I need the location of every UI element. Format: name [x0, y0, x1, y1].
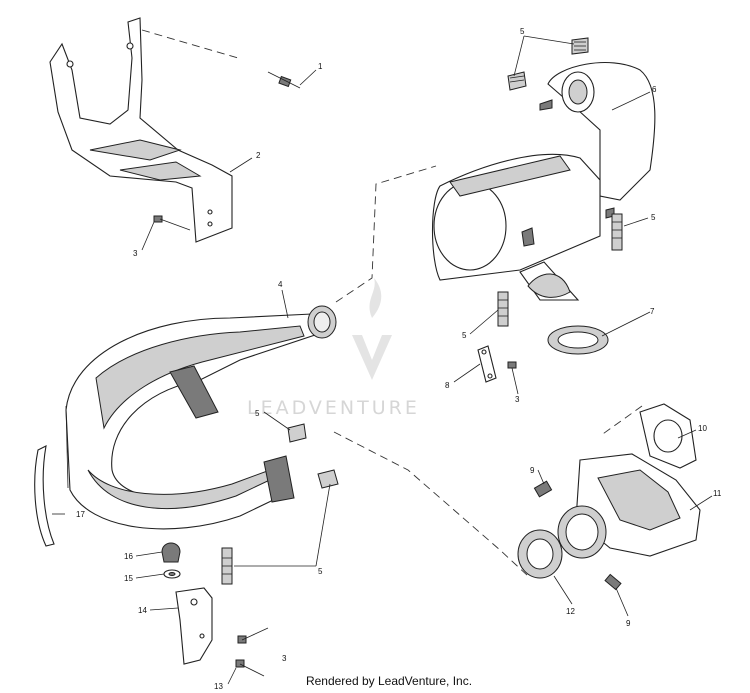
part-3-bolt-lower: [237, 627, 269, 644]
callout-9-upper: 9: [530, 466, 535, 475]
leadventure-watermark: LEADVENTURE: [247, 278, 420, 419]
callout-labels: 1 2 3 4 5 6 5 5 7 8 3 5 5 17 16 15 14 3 …: [76, 27, 722, 691]
watermark-text: LEADVENTURE: [247, 397, 420, 419]
callout-6: 6: [652, 85, 657, 94]
part-12-seal-ring: [517, 529, 563, 579]
callout-8: 8: [445, 381, 450, 390]
callout-9-lower: 9: [626, 619, 631, 628]
part-5-spring-lower-a: [287, 423, 307, 443]
callout-4: 4: [278, 280, 283, 289]
part-15-washer: [163, 569, 181, 579]
callout-16: 16: [124, 552, 133, 561]
callout-14: 14: [138, 606, 147, 615]
part-11-manifold: [557, 453, 701, 559]
callout-3-lower: 3: [282, 654, 287, 663]
part-5-spring-mid: [497, 291, 509, 327]
callout-7: 7: [650, 307, 655, 316]
leader-lines: [52, 35, 713, 685]
part-6-muffler: [431, 62, 656, 301]
callout-10: 10: [698, 424, 707, 433]
part-5-spring-lower-c: [221, 547, 233, 585]
callout-3-upper: 3: [133, 249, 138, 258]
part-16-bumper: [161, 542, 181, 563]
part-9-bolt-upper: [533, 480, 553, 498]
callout-5-lower: 5: [255, 409, 260, 418]
callout-13: 13: [214, 682, 223, 691]
footer-text: Rendered by LeadVenture, Inc.: [305, 674, 473, 688]
callout-11: 11: [713, 489, 722, 498]
callout-5-top: 5: [520, 27, 525, 36]
part-2-bracket: [49, 17, 233, 243]
callout-5-bottom: 5: [318, 567, 323, 576]
part-5-spring-top-left: [507, 71, 527, 91]
callout-3-mid: 3: [515, 395, 520, 404]
part-10-flange-gasket: [639, 403, 697, 469]
callout-2: 2: [256, 151, 261, 160]
callout-1: 1: [318, 62, 323, 71]
part-5-spring-top-right: [571, 37, 589, 55]
callout-5-mid: 5: [462, 331, 467, 340]
alignment-lines: [141, 29, 643, 577]
part-13-bolt: [235, 659, 265, 677]
callout-5-right: 5: [651, 213, 656, 222]
part-3-bolt-upper: [153, 215, 191, 231]
footer-credit: Rendered by LeadVenture, Inc.: [0, 674, 750, 688]
part-17-strap: [34, 445, 55, 547]
callout-15: 15: [124, 574, 133, 583]
part-14-mount-bracket: [175, 587, 213, 665]
part-8-strap: [477, 345, 517, 383]
part-5-spring-right: [611, 213, 623, 251]
callout-12: 12: [566, 607, 575, 616]
part-4-expansion-chamber: [65, 305, 337, 530]
part-7-gasket: [547, 325, 609, 355]
callout-17: 17: [76, 510, 85, 519]
part-9-bolt-lower: [604, 573, 622, 591]
part-1-bolt: [267, 71, 301, 89]
part-5-spring-lower-b: [317, 469, 339, 489]
